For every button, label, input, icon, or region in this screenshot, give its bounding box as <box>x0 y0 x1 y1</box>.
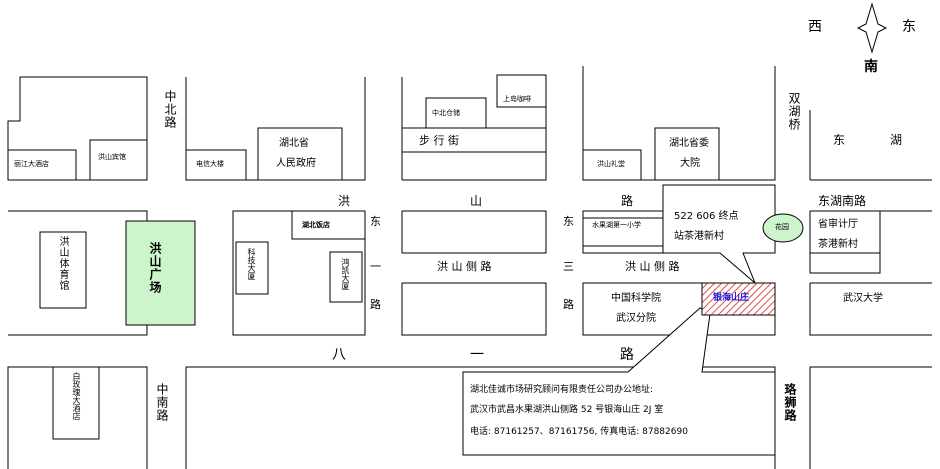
place-zhongbei-store: 中北仓储 <box>432 109 460 117</box>
block-donghu <box>809 110 932 181</box>
compass-east: 东 <box>902 19 916 35</box>
block-whu <box>809 282 932 336</box>
place-baimeigui: 白玫瑰大酒店 <box>72 372 81 420</box>
road-east1-3: 路 <box>370 298 381 311</box>
place-whu: 武汉大学 <box>843 293 883 304</box>
place-garden: 花园 <box>775 223 789 231</box>
road-hongshan-3: 路 <box>621 194 634 208</box>
place-gym: 洪山体育馆 <box>57 236 68 291</box>
info-line-3: 电话: 87161257、87161756, 传真电话: 87882690 <box>470 427 688 437</box>
road-bayi-1: 八 <box>332 347 346 363</box>
place-dianxin: 电信大楼 <box>196 160 224 168</box>
road-donghu-1: 东 <box>833 133 846 147</box>
road-east1-1: 东 <box>370 215 381 228</box>
place-committee-1: 湖北省委 <box>669 138 709 149</box>
place-lijiang: 丽江大酒店 <box>14 160 49 168</box>
place-shangdao: 上岛咖啡 <box>503 95 531 103</box>
block-school <box>401 210 547 254</box>
place-square: 洪山广场 <box>148 242 162 294</box>
road-pedestrian: 步 行 街 <box>419 134 459 147</box>
place-cas-2: 武汉分院 <box>616 313 656 324</box>
road-donghu-south: 东湖南路 <box>818 194 867 208</box>
road-bayi-2: 一 <box>470 347 484 363</box>
block-south-mid <box>401 282 547 336</box>
block-south-east <box>809 366 932 469</box>
bus-line-2: 站茶港新村 <box>674 231 724 242</box>
road-hongshan-1: 洪 <box>338 194 351 208</box>
compass-west: 西 <box>808 19 822 35</box>
place-hubei-hotel: 湖北饭店 <box>302 221 330 229</box>
road-east3-1: 东 <box>563 215 574 228</box>
garden-fill <box>762 213 804 243</box>
road-east3-2: 三 <box>563 260 574 273</box>
place-hongshan-gift: 洪山礼堂 <box>597 160 625 168</box>
road-side-west: 洪 山 侧 路 <box>437 260 492 273</box>
place-cas-1: 中国科学院 <box>611 293 661 304</box>
road-luoshi: 珞狮路 <box>783 383 797 422</box>
road-zhongbei: 中北路 <box>163 90 177 129</box>
place-shuanglong: 鸿凯大厦 <box>341 258 350 290</box>
road-bayi-3: 路 <box>620 347 634 363</box>
road-zhongnan: 中南路 <box>155 383 169 422</box>
place-school: 水果湖第一小学 <box>592 221 641 229</box>
road-shuanghuqiao: 双湖桥 <box>787 92 801 131</box>
place-committee-2: 大院 <box>680 158 700 169</box>
place-target: 银海山庄 <box>713 293 750 303</box>
place-hubei-gov-1: 湖北省 <box>279 138 309 149</box>
info-line-1: 湖北佳诚市场研究顾问有限责任公司办公地址: <box>470 385 654 395</box>
place-audit-2: 茶港新村 <box>818 239 858 250</box>
road-east1-2: 一 <box>370 260 381 273</box>
place-keji: 科技大厦 <box>247 248 256 280</box>
place-hubei-gov-2: 人民政府 <box>276 158 316 169</box>
compass-south: 南 <box>864 59 878 75</box>
place-hongshan-hotel: 洪山宾馆 <box>98 153 126 161</box>
road-donghu-2: 湖 <box>890 133 903 147</box>
road-hongshan-2: 山 <box>470 194 483 208</box>
place-audit-1: 省审计厅 <box>818 219 858 230</box>
road-east3-3: 路 <box>563 298 574 311</box>
info-line-2: 武汉市武昌水果湖洪山侧路 52 号银海山庄 2J 室 <box>470 405 664 415</box>
road-side-east: 洪 山 侧 路 <box>625 260 680 273</box>
target-hatch <box>701 282 776 316</box>
square-fill <box>125 220 196 326</box>
bus-line-1: 522 606 终点 <box>674 211 739 222</box>
